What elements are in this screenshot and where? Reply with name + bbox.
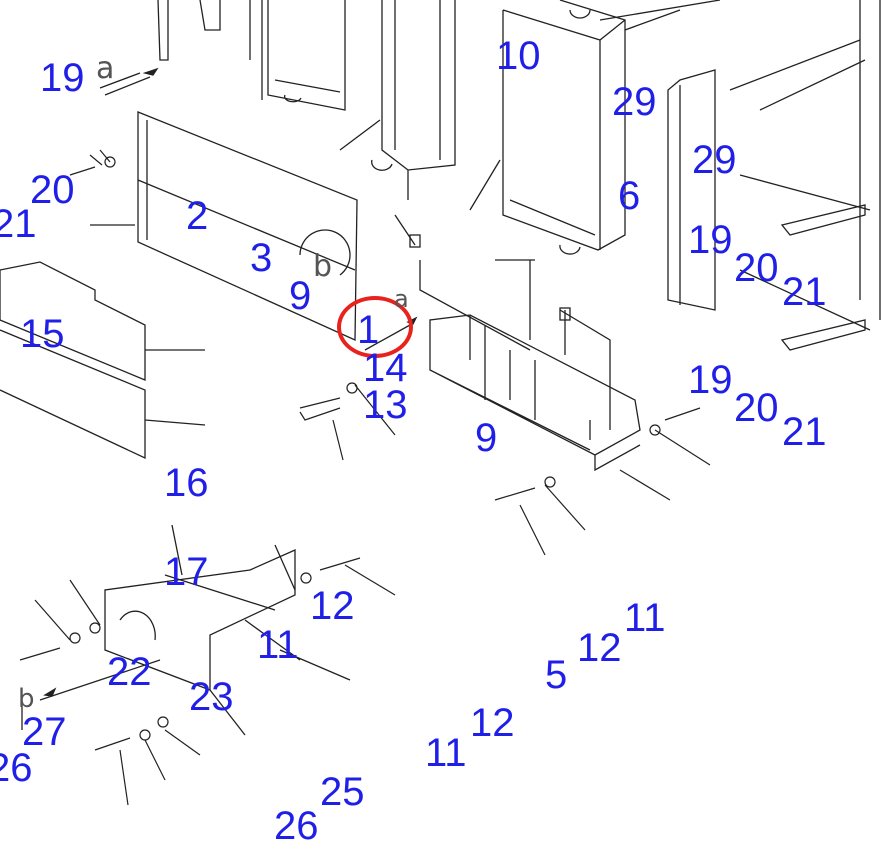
part-label[interactable]: 9 xyxy=(289,274,312,318)
part-label[interactable]: 26 xyxy=(0,746,33,790)
part-label[interactable]: 12 xyxy=(310,584,355,628)
part-label[interactable]: 16 xyxy=(164,461,209,505)
part-label[interactable]: 6 xyxy=(618,174,641,218)
part-label[interactable]: 11 xyxy=(425,731,467,775)
part-label[interactable]: 11 xyxy=(624,596,666,640)
part-label[interactable]: 10 xyxy=(496,34,541,78)
part-label[interactable]: 21 xyxy=(782,270,827,314)
part-label[interactable]: 27 xyxy=(22,710,67,754)
part-label[interactable]: 3 xyxy=(250,236,273,280)
part-label[interactable]: 13 xyxy=(363,383,408,427)
reference-letter: b xyxy=(313,249,333,284)
part-label-highlighted[interactable]: 1 xyxy=(357,308,380,352)
part-label[interactable]: 20 xyxy=(30,168,75,212)
part-label[interactable]: 20 xyxy=(734,386,779,430)
part-label[interactable]: 11 xyxy=(257,623,299,667)
part-label[interactable]: 15 xyxy=(20,312,65,356)
part-label[interactable]: 23 xyxy=(189,675,234,719)
part-label[interactable]: 12 xyxy=(577,626,622,670)
part-label[interactable]: 19 xyxy=(688,358,733,402)
part-label[interactable]: 22 xyxy=(107,650,152,694)
part-label[interactable]: 19 xyxy=(688,218,733,262)
part-label[interactable]: 20 xyxy=(734,246,779,290)
reference-letter: a xyxy=(394,285,409,313)
part-label[interactable]: 29 xyxy=(612,80,657,124)
reference-letter: a xyxy=(96,51,115,86)
reference-letter: b xyxy=(18,684,35,714)
part-label[interactable]: 25 xyxy=(320,770,365,814)
part-label[interactable]: 9 xyxy=(475,416,498,460)
part-label[interactable]: 14 xyxy=(363,346,408,390)
part-label[interactable]: 19 xyxy=(40,56,85,100)
highlight-circle-part-1 xyxy=(337,296,413,358)
part-label[interactable]: 26 xyxy=(274,804,319,848)
part-label[interactable]: 2 xyxy=(186,194,209,238)
part-label[interactable]: 21 xyxy=(782,410,827,454)
part-label[interactable]: 12 xyxy=(470,701,515,745)
part-label[interactable]: 29 xyxy=(692,138,737,182)
part-label[interactable]: 5 xyxy=(545,653,568,697)
part-label[interactable]: 17 xyxy=(164,550,209,594)
part-label[interactable]: 21 xyxy=(0,202,37,246)
